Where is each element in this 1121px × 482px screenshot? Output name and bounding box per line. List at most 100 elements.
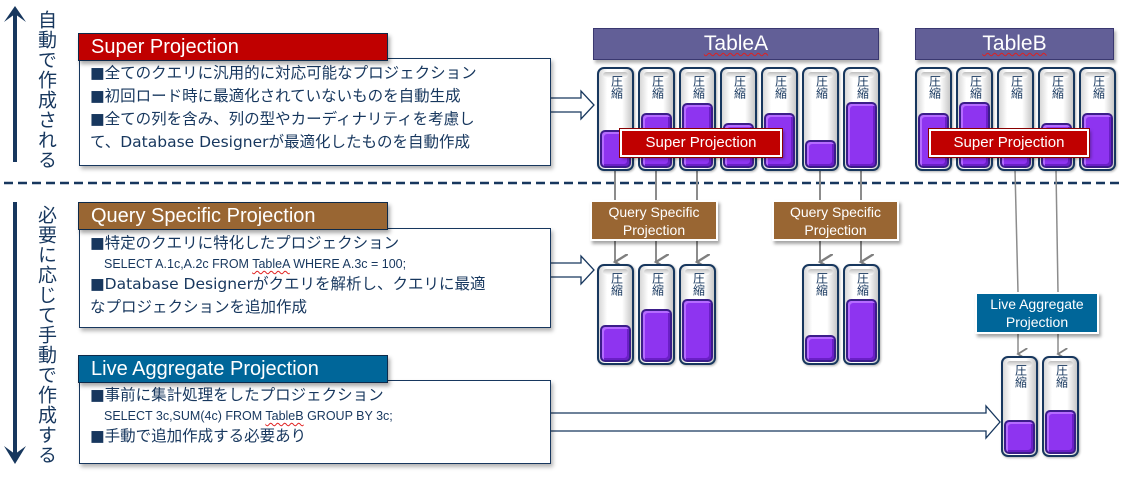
- column-cap: [808, 72, 833, 78]
- column-data-fill: [1004, 420, 1035, 454]
- compression-label: 圧縮: [732, 75, 747, 99]
- bullet-item: ■全てのクエリに汎用的に対応可能なプロジェクション: [90, 64, 477, 82]
- compression-label: 圧縮: [650, 75, 665, 99]
- column-cap: [644, 72, 669, 78]
- sql-text: SELECT A.1c,A.2c FROM: [104, 257, 253, 271]
- table-a-header: TableA: [593, 28, 879, 60]
- super-to-query-connectors: [614, 170, 862, 200]
- sql-table-name: TableA: [252, 257, 290, 271]
- compression-label: 圧縮: [691, 75, 706, 99]
- table-a-name: TableA: [703, 32, 769, 55]
- sql-example: SELECT 3c,SUM(4c) FROM TableB GROUP BY 3…: [90, 407, 540, 425]
- auto-created-label: 自動で作成される: [35, 10, 57, 170]
- column-cap: [849, 72, 874, 78]
- bullet-item: ■Database Designerがクエリを解析し、クエリに最適: [90, 275, 486, 293]
- super-projection-description: ■全てのクエリに汎用的に対応可能なプロジェクション ■初回ロード時に最適化されてい…: [79, 58, 551, 166]
- super-block-arrow: [551, 89, 595, 121]
- sql-example: SELECT A.1c,A.2c FROM TableA WHERE A.3c …: [90, 255, 540, 273]
- table-b-header: TableB: [915, 28, 1114, 60]
- query-specific-description: ■特定のクエリに特化したプロジェクション SELECT A.1c,A.2c FRO…: [79, 228, 551, 328]
- compression-label: 圧縮: [1054, 364, 1069, 388]
- column-cap: [685, 269, 710, 275]
- sql-table-name: TableB: [265, 409, 304, 423]
- table-b-super-projection-label: Super Projection: [928, 128, 1090, 158]
- live-aggregate-header: Live Aggregate Projection: [78, 355, 388, 383]
- column-cap: [849, 269, 874, 275]
- down-arrow-icon: [4, 202, 26, 464]
- compression-label: 圧縮: [691, 272, 706, 296]
- column-cap: [685, 72, 710, 78]
- query-specific-2-column-1: 圧縮: [802, 264, 839, 365]
- compression-label: 圧縮: [1009, 75, 1024, 99]
- column-cap: [1085, 72, 1110, 78]
- query-specific-1-column-1: 圧縮: [597, 264, 634, 365]
- column-cap: [921, 72, 946, 78]
- live-aggregate-column-1: 圧縮: [1001, 356, 1038, 457]
- table-a-column-7: 圧縮: [843, 67, 880, 171]
- column-data-fill: [682, 299, 713, 362]
- table-b-name: TableB: [982, 32, 1047, 55]
- bullet-continuation: なプロジェクションを追加作成: [90, 298, 308, 316]
- column-cap: [603, 72, 628, 78]
- column-cap: [767, 72, 792, 78]
- column-data-fill: [805, 140, 836, 168]
- bullet-item: ■特定のクエリに特化したプロジェクション: [90, 234, 400, 252]
- live-block-arrow: [551, 404, 1001, 440]
- query-specific-label-1: Query Specific Projection: [590, 200, 718, 241]
- super-to-live-connectors: [1014, 169, 1058, 354]
- bullet-item: ■初回ロード時に最適化されていないものを自動生成: [90, 87, 461, 105]
- compression-label: 圧縮: [1050, 75, 1065, 99]
- column-data-fill: [641, 309, 672, 362]
- compression-label: 圧縮: [650, 272, 665, 296]
- live-aggregate-description: ■事前に集計処理をしたプロジェクション SELECT 3c,SUM(4c) FRO…: [79, 380, 551, 464]
- live-aggregate-label: Live Aggregate Projection: [975, 292, 1099, 334]
- query-specific-1-column-2: 圧縮: [638, 264, 675, 365]
- column-data-fill: [1045, 410, 1076, 454]
- query-specific-1-column-3: 圧縮: [679, 264, 716, 365]
- bullet-item: ■全ての列を含み、列の型やカーディナリティを考慮し: [90, 110, 475, 128]
- up-arrow-icon: [4, 6, 26, 162]
- table-a-super-projection-label: Super Projection: [619, 128, 783, 158]
- sql-text: SELECT 3c,SUM(4c) FROM: [104, 409, 266, 423]
- manual-created-label: 必要に応じて手動で作成する: [35, 205, 57, 465]
- sql-text: GROUP BY 3c;: [303, 409, 393, 423]
- compression-label: 圧縮: [773, 75, 788, 99]
- query-specific-header: Query Specific Projection: [78, 202, 388, 230]
- column-cap: [808, 269, 833, 275]
- query-to-columns-arrows: [615, 240, 861, 262]
- compression-label: 圧縮: [609, 75, 624, 99]
- column-cap: [603, 269, 628, 275]
- compression-label: 圧縮: [814, 272, 829, 296]
- compression-label: 圧縮: [1013, 364, 1028, 388]
- compression-label: 圧縮: [814, 75, 829, 99]
- axis-arrows: [4, 6, 26, 464]
- sql-text: WHERE A.3c = 100;: [289, 257, 407, 271]
- compression-label: 圧縮: [927, 75, 942, 99]
- column-cap: [1003, 72, 1028, 78]
- query-block-arrow: [551, 254, 595, 286]
- section-divider: [4, 181, 1121, 185]
- super-projection-header: Super Projection: [78, 33, 388, 61]
- column-cap: [1048, 361, 1073, 367]
- column-cap: [1044, 72, 1069, 78]
- column-cap: [962, 72, 987, 78]
- bullet-item: ■事前に集計処理をしたプロジェクション: [90, 386, 384, 404]
- column-cap: [644, 269, 669, 275]
- column-cap: [1007, 361, 1032, 367]
- compression-label: 圧縮: [609, 272, 624, 296]
- query-specific-label-2: Query Specific Projection: [772, 200, 899, 241]
- live-aggregate-column-2: 圧縮: [1042, 356, 1079, 457]
- bullet-continuation: て、Database Designerが最適化したものを自動作成: [90, 133, 471, 151]
- column-data-fill: [846, 102, 877, 168]
- table-b-column-5: 圧縮: [1079, 67, 1116, 171]
- bullet-item: ■手動で追加作成する必要あり: [90, 427, 307, 445]
- table-a-column-6: 圧縮: [802, 67, 839, 171]
- column-data-fill: [805, 335, 836, 362]
- compression-label: 圧縮: [1091, 75, 1106, 99]
- compression-label: 圧縮: [855, 272, 870, 296]
- column-data-fill: [846, 299, 877, 362]
- column-data-fill: [600, 325, 631, 362]
- query-specific-2-column-2: 圧縮: [843, 264, 880, 365]
- column-cap: [726, 72, 751, 78]
